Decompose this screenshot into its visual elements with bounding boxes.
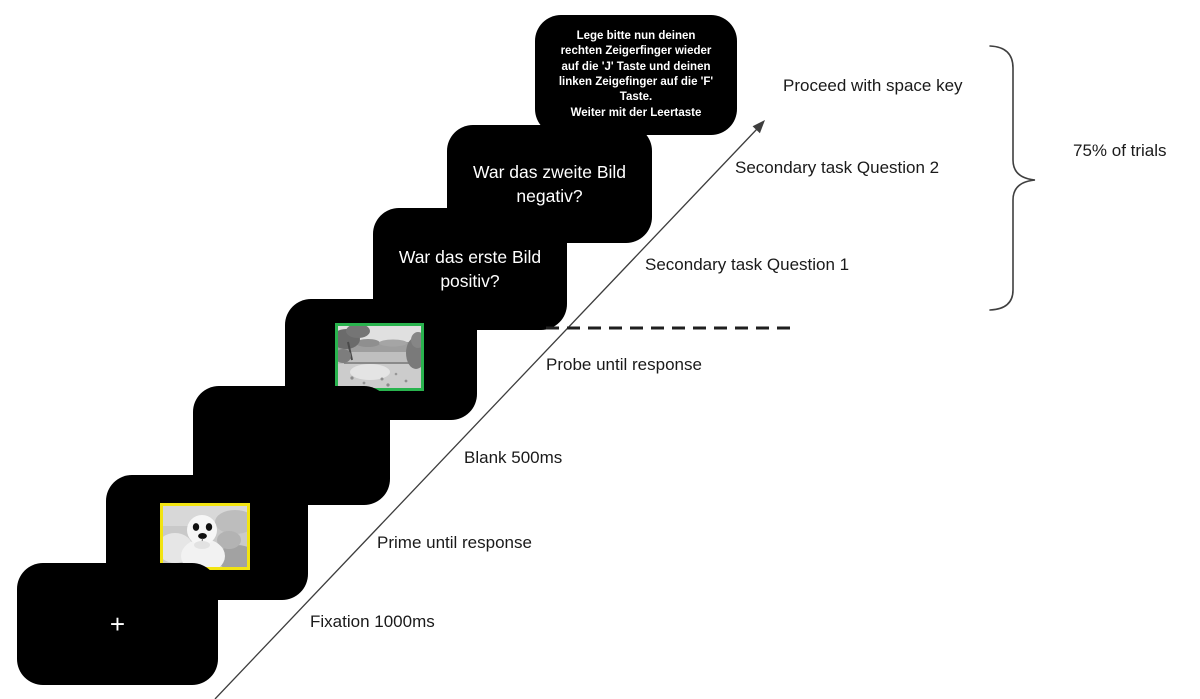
label-fixation: Fixation 1000ms (310, 612, 435, 631)
label-blank: Blank 500ms (464, 448, 563, 467)
prime-image-seal (160, 503, 250, 570)
screen-instructions: Lege bitte nun deinen rechten Zeigerfing… (535, 15, 737, 135)
label-proceed: Proceed with space key (783, 76, 963, 95)
question-2-text: War das zweite Bild negativ? (472, 161, 626, 206)
seal-art (163, 506, 247, 567)
fixation-cross: + (109, 609, 126, 639)
label-question-1: Secondary task Question 1 (645, 255, 850, 274)
timeline-arrow-head (752, 120, 765, 134)
landscape-art (338, 326, 421, 388)
probe-image-landscape (335, 323, 424, 391)
screen-fixation: + (17, 563, 218, 685)
trials-brace (989, 45, 1036, 311)
question-1-text: War das erste Bild positiv? (398, 246, 542, 291)
label-question-2: Secondary task Question 2 (735, 158, 940, 177)
label-trials-share: 75% of trials (1073, 141, 1167, 160)
label-probe: Probe until response (546, 355, 702, 374)
label-prime: Prime until response (377, 533, 532, 552)
instructions-text: Lege bitte nun deinen rechten Zeigerfing… (558, 29, 714, 119)
